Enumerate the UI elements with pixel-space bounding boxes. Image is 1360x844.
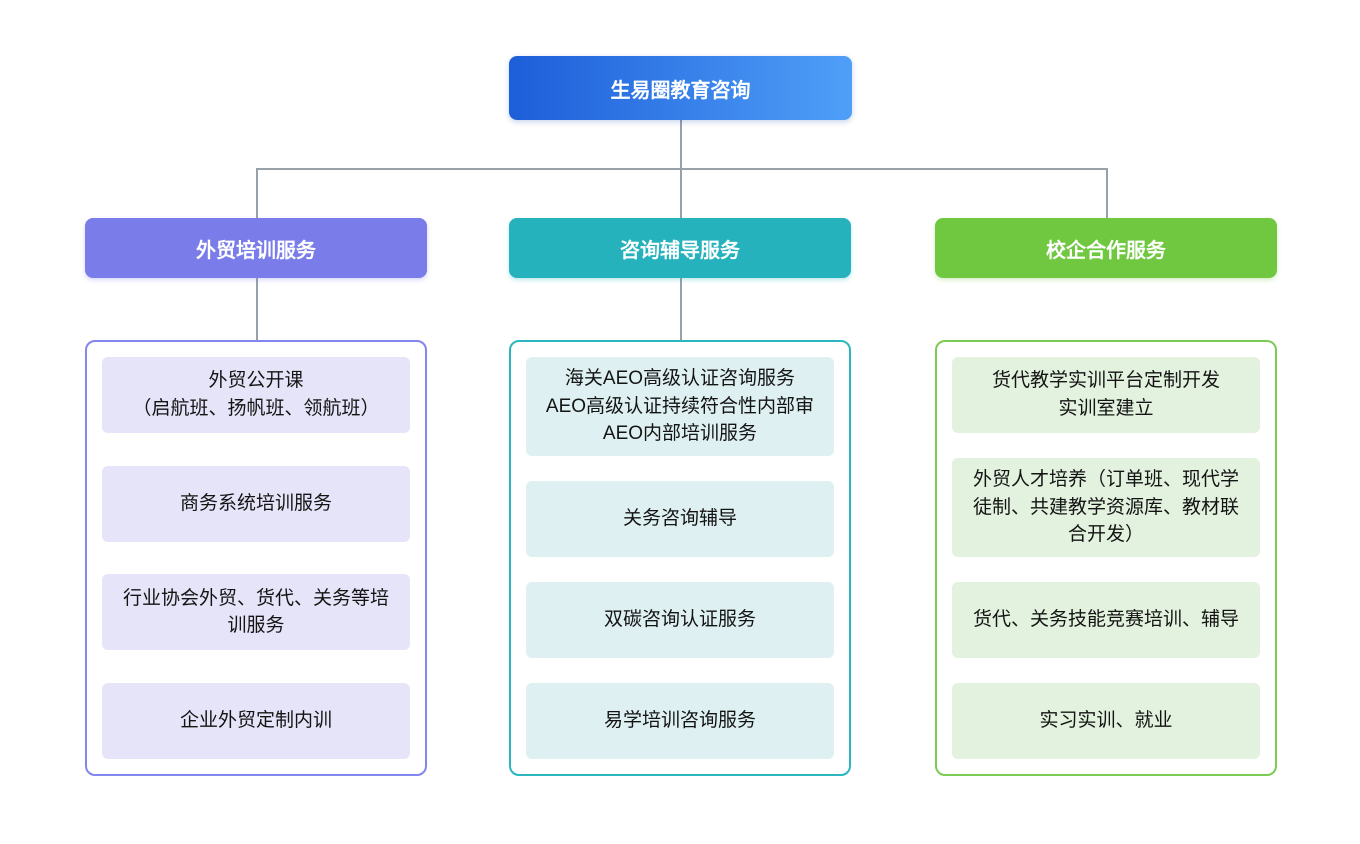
branch-item: 外贸公开课 （启航班、扬帆班、领航班）	[102, 357, 410, 433]
branch-box-school-enterprise: 货代教学实训平台定制开发 实训室建立 外贸人才培养（订单班、现代学徒制、共建教学…	[935, 340, 1277, 776]
branch-item: 易学培训咨询服务	[526, 682, 834, 759]
branch-item: 双碳咨询认证服务	[526, 581, 834, 658]
connector-root-down	[680, 120, 682, 168]
branch-header-label: 校企合作服务	[1046, 239, 1166, 262]
connector-drop-middle	[680, 168, 682, 218]
branch-item: 货代教学实训平台定制开发 实训室建立	[952, 357, 1260, 433]
branch-item: 海关AEO高级认证咨询服务 AEO高级认证持续符合性内部审 AEO内部培训服务	[526, 357, 834, 456]
branch-item: 企业外贸定制内训	[102, 682, 410, 759]
branch-header-trade-training: 外贸培训服务	[85, 218, 427, 278]
branch-header-label: 咨询辅导服务	[620, 239, 740, 262]
branch-box-consulting: 海关AEO高级认证咨询服务 AEO高级认证持续符合性内部审 AEO内部培训服务 …	[509, 340, 851, 776]
branch-item: 货代、关务技能竞赛培训、辅导	[952, 581, 1260, 658]
connector-horizontal	[256, 168, 1107, 170]
branch-header-label: 外贸培训服务	[196, 239, 316, 262]
branch-header-school-enterprise: 校企合作服务	[935, 218, 1277, 278]
connector-header-to-box-left	[256, 278, 258, 340]
branch-box-trade-training: 外贸公开课 （启航班、扬帆班、领航班） 商务系统培训服务 行业协会外贸、货代、关…	[85, 340, 427, 776]
branch-item: 关务咨询辅导	[526, 480, 834, 557]
connector-drop-left	[256, 168, 258, 218]
branch-item: 外贸人才培养（订单班、现代学徒制、共建教学资源库、教材联合开发）	[952, 458, 1260, 557]
connector-drop-right	[1106, 168, 1108, 218]
branch-header-consulting: 咨询辅导服务	[509, 218, 851, 278]
root-node-label: 生易圈教育咨询	[610, 79, 751, 102]
branch-item: 实习实训、就业	[952, 682, 1260, 759]
branch-item: 商务系统培训服务	[102, 465, 410, 542]
branch-item: 行业协会外贸、货代、关务等培训服务	[102, 574, 410, 651]
root-node: 生易圈教育咨询	[509, 56, 852, 120]
connector-header-to-box-middle	[680, 278, 682, 340]
